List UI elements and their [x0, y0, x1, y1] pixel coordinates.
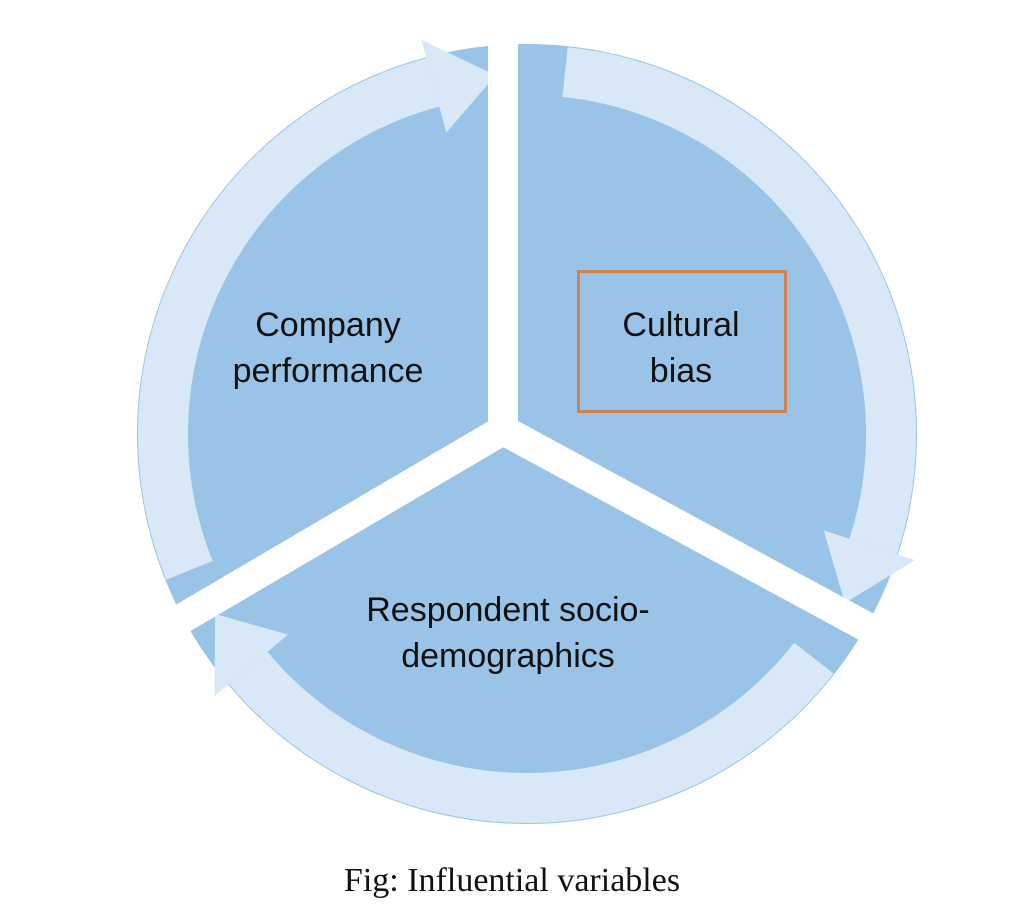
- segment-respondent-sociodemographics: Respondent socio- demographics: [366, 587, 650, 679]
- figure-caption: Fig: Influential variables: [343, 862, 681, 899]
- segment-divider-2: [495, 416, 908, 659]
- label-line: bias: [649, 352, 713, 390]
- label-line: performance: [232, 352, 424, 390]
- label-line: Cultural: [622, 306, 740, 344]
- segment-divider-1: [112, 417, 511, 668]
- label-line: Company: [255, 306, 401, 344]
- divider-junction: [487, 414, 519, 446]
- arrowhead-icon: [214, 614, 288, 697]
- label-line: Respondent socio-: [366, 591, 650, 629]
- arrowhead-icon: [421, 39, 496, 133]
- segment-company-performance: Company performance: [233, 302, 424, 394]
- arrowhead-icon: [823, 530, 916, 604]
- segment-cultural-bias: Cultural bias: [622, 302, 739, 394]
- ring-arc-1: [562, 47, 916, 555]
- ring-arc-0: [138, 58, 440, 580]
- ring-arc-2: [229, 642, 834, 823]
- label-line: demographics: [401, 637, 615, 675]
- highlight-box: [577, 270, 787, 413]
